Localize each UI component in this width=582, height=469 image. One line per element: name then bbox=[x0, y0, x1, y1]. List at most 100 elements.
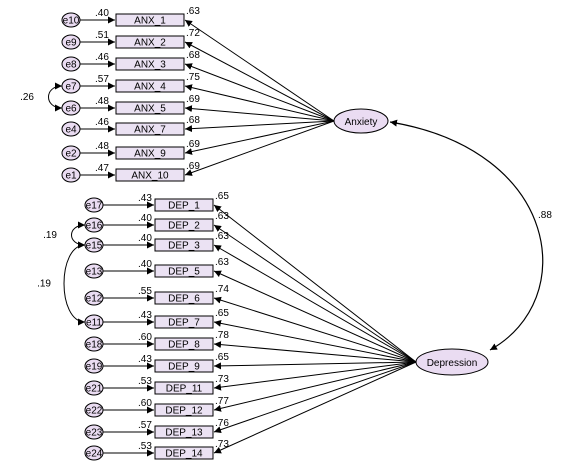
factor-correlation-value: .88 bbox=[538, 210, 552, 221]
depression-indicator-box bbox=[154, 264, 214, 278]
anxiety-loading-path bbox=[184, 19, 335, 122]
depression-loading-value: .77 bbox=[215, 396, 229, 407]
depression-indicator-label: DEP_8 bbox=[168, 340, 200, 351]
depression-loading-value: .65 bbox=[215, 352, 229, 363]
anxiety-loading-value: .69 bbox=[186, 139, 200, 150]
depression-r-squared: .40 bbox=[138, 259, 152, 270]
anxiety-loading-path bbox=[184, 84, 335, 122]
error-covariance-value: .26 bbox=[20, 92, 34, 103]
anxiety-r-squared: .48 bbox=[95, 96, 109, 107]
anxiety-loading-value: .68 bbox=[186, 50, 200, 61]
anxiety-indicator-box bbox=[115, 57, 185, 71]
depression-loading-path bbox=[213, 296, 417, 363]
depression-indicator-label: DEP_11 bbox=[166, 384, 203, 395]
error-covariance-curve bbox=[71, 221, 86, 249]
factor-depression: Depression bbox=[415, 348, 489, 376]
depression-loading-value: .63 bbox=[215, 211, 229, 222]
depression-r-squared: .43 bbox=[138, 310, 152, 321]
depression-loading-path bbox=[213, 361, 417, 412]
anxiety-indicator-label: ANX_7 bbox=[134, 125, 166, 136]
anxiety-error-label: e4 bbox=[65, 125, 77, 136]
depression-error-label: e16 bbox=[86, 221, 103, 232]
anxiety-loading-value: .72 bbox=[186, 28, 200, 39]
depression-error-label: e22 bbox=[86, 406, 103, 417]
depression-indicator-box bbox=[154, 359, 214, 373]
anxiety-indicator-box bbox=[115, 35, 185, 49]
anxiety-indicator-label: ANX_10 bbox=[131, 171, 169, 182]
depression-r-squared: .40 bbox=[138, 213, 152, 224]
depression-loading-path bbox=[213, 341, 417, 363]
depression-r-squared: .40 bbox=[138, 233, 152, 244]
depression-r-squared: .60 bbox=[138, 332, 152, 343]
depression-loading-path bbox=[213, 361, 417, 434]
anxiety-error-label: e10 bbox=[63, 16, 80, 27]
depression-error-label: e11 bbox=[86, 318, 102, 329]
depression-indicator-box bbox=[154, 238, 214, 252]
anxiety-r-squared: .40 bbox=[95, 8, 109, 19]
depression-indicator-box bbox=[154, 291, 214, 305]
depression-error-label: e24 bbox=[86, 449, 103, 460]
depression-indicator-box bbox=[154, 218, 214, 232]
anxiety-r-squared: .48 bbox=[95, 141, 109, 152]
error-covariance-value: .19 bbox=[37, 279, 51, 290]
factor-depression-label: Depression bbox=[427, 358, 478, 369]
anxiety-r-squared: .51 bbox=[95, 30, 109, 41]
depression-r-squared: .55 bbox=[138, 286, 152, 297]
anxiety-indicator-box bbox=[115, 122, 185, 136]
anxiety-indicator-label: ANX_3 bbox=[134, 60, 166, 71]
anxiety-indicator-label: ANX_2 bbox=[134, 38, 166, 49]
depression-indicator-box bbox=[154, 381, 214, 395]
depression-error-label: e17 bbox=[86, 201, 103, 212]
depression-indicator-box bbox=[154, 425, 214, 439]
depression-indicator-box bbox=[154, 337, 214, 351]
depression-loading-path bbox=[213, 270, 417, 363]
anxiety-error-label: e6 bbox=[65, 104, 77, 115]
anxiety-loading-path bbox=[184, 63, 335, 122]
depression-loading-value: .76 bbox=[215, 418, 229, 429]
depression-indicator-label: DEP_3 bbox=[168, 241, 200, 252]
depression-r-squared: .43 bbox=[138, 193, 152, 204]
depression-r-squared: .53 bbox=[138, 441, 152, 452]
anxiety-r-squared: .46 bbox=[95, 52, 109, 63]
depression-r-squared: .53 bbox=[138, 376, 152, 387]
anxiety-indicator-box bbox=[115, 168, 185, 182]
anxiety-loading-path bbox=[184, 120, 335, 176]
depression-indicator-label: DEP_12 bbox=[165, 406, 203, 417]
depression-loading-value: .73 bbox=[215, 439, 229, 450]
depression-indicator-box bbox=[154, 315, 214, 329]
depression-error-label: e23 bbox=[86, 428, 103, 439]
anxiety-error-label: e8 bbox=[65, 60, 77, 71]
anxiety-loading-value: .75 bbox=[186, 72, 200, 83]
depression-loading-value: .74 bbox=[215, 284, 229, 295]
error-covariance-value: .19 bbox=[43, 230, 57, 241]
depression-error-label: e12 bbox=[86, 294, 103, 305]
depression-error-label: e21 bbox=[86, 384, 103, 395]
depression-indicator-label: DEP_5 bbox=[168, 267, 200, 278]
depression-r-squared: .43 bbox=[138, 354, 152, 365]
factor-correlation-curve bbox=[389, 119, 544, 351]
depression-indicator-box bbox=[154, 198, 214, 212]
depression-loading-path bbox=[213, 361, 417, 391]
anxiety-r-squared: .46 bbox=[95, 117, 109, 128]
depression-loading-path bbox=[213, 204, 417, 363]
depression-r-squared: .57 bbox=[138, 420, 152, 431]
anxiety-error-label: e2 bbox=[65, 149, 77, 160]
anxiety-loading-path bbox=[184, 120, 335, 155]
anxiety-r-squared: .47 bbox=[95, 163, 109, 174]
depression-loading-path bbox=[213, 361, 417, 370]
depression-error-label: e13 bbox=[86, 267, 103, 278]
anxiety-error-label: e1 bbox=[65, 171, 77, 182]
depression-indicator-label: DEP_7 bbox=[168, 318, 200, 329]
depression-indicator-label: DEP_14 bbox=[165, 449, 203, 460]
anxiety-loading-path bbox=[184, 105, 335, 122]
anxiety-error-label: e9 bbox=[65, 38, 77, 49]
anxiety-indicator-label: ANX_5 bbox=[134, 104, 166, 115]
depression-r-squared: .60 bbox=[138, 398, 152, 409]
depression-loading-value: .73 bbox=[215, 374, 229, 385]
error-covariance-curve bbox=[63, 241, 86, 326]
depression-error-label: e15 bbox=[86, 241, 103, 252]
depression-indicator-label: DEP_2 bbox=[168, 221, 200, 232]
depression-loading-value: .63 bbox=[215, 231, 229, 242]
depression-loading-path bbox=[213, 244, 417, 363]
